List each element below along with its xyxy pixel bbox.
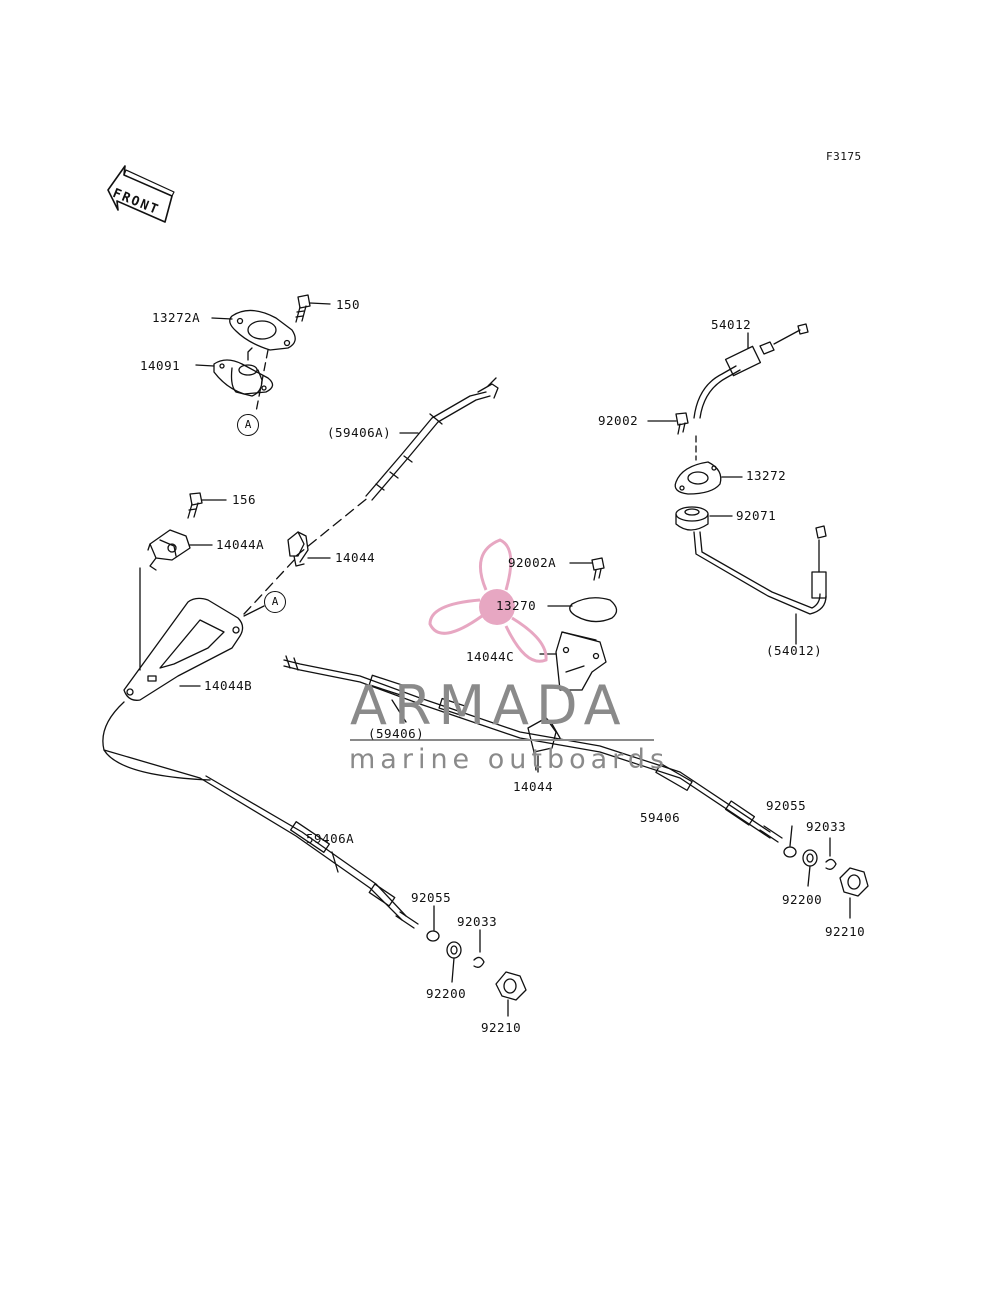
bracket-14044C-icon xyxy=(555,631,607,691)
cable-54012-upper-icon xyxy=(693,323,809,419)
label-92055-right: 92055 xyxy=(766,798,807,813)
label-14091: 14091 xyxy=(140,358,181,373)
label-14044A: 14044A xyxy=(216,537,265,552)
holder-14091-icon xyxy=(213,347,274,397)
clip-92033-left-icon xyxy=(473,956,485,968)
label-13272: 13272 xyxy=(746,468,787,483)
o-ring-92055-left-icon xyxy=(426,930,440,942)
cable-59406A-upper-icon xyxy=(365,377,499,501)
label-92210-left: 92210 xyxy=(481,1020,522,1035)
label-13270: 13270 xyxy=(496,598,537,613)
cable-54012-lower-icon xyxy=(693,525,827,615)
cable-59406A-lower-icon xyxy=(103,749,419,929)
diagram-code: F3175 xyxy=(826,150,862,163)
label-92055-left: 92055 xyxy=(411,890,452,905)
label-92002A: 92002A xyxy=(508,555,557,570)
watermark-subtitle: marine outboards xyxy=(349,744,670,775)
plate-13270-icon xyxy=(569,597,618,623)
label-59406-paren: (59406) xyxy=(368,726,425,741)
washer-92200-right-icon xyxy=(802,849,818,867)
label-92210-right: 92210 xyxy=(825,924,866,939)
clip-92033-right-icon xyxy=(825,858,837,870)
bolt-150-icon xyxy=(295,294,311,323)
nut-92210-left-icon xyxy=(495,971,527,1001)
bolt-92002-icon xyxy=(675,412,689,435)
armada-propeller-logo-icon xyxy=(428,538,548,663)
clamp-14044-upper-icon xyxy=(287,531,309,567)
o-ring-92055-right-icon xyxy=(783,846,797,858)
label-13272A: 13272A xyxy=(152,310,201,325)
label-59406: 59406 xyxy=(640,810,681,825)
label-54012-paren: (54012) xyxy=(766,643,823,658)
label-92002: 92002 xyxy=(598,413,639,428)
label-59406A-paren: (59406A) xyxy=(327,425,392,440)
label-92033-left: 92033 xyxy=(457,914,498,929)
label-14044-upper: 14044 xyxy=(335,550,376,565)
bolt-156-icon xyxy=(187,492,203,519)
washer-92200-left-icon xyxy=(446,941,462,959)
label-54012: 54012 xyxy=(711,317,752,332)
gasket-13272-icon xyxy=(674,461,722,495)
cable-59406-mid-icon xyxy=(283,655,783,843)
gasket-13272A-icon xyxy=(229,309,296,351)
label-14044B: 14044B xyxy=(204,678,253,693)
label-14044C: 14044C xyxy=(466,649,515,664)
nut-92210-right-icon xyxy=(839,867,869,897)
label-150: 150 xyxy=(336,297,361,312)
label-92200-right: 92200 xyxy=(782,892,823,907)
label-59406A: 59406A xyxy=(306,831,355,846)
callout-a-lower: A xyxy=(264,591,286,613)
label-156: 156 xyxy=(232,492,257,507)
callout-a-upper: A xyxy=(237,414,259,436)
label-92200-left: 92200 xyxy=(426,986,467,1001)
clamp-14044A-icon xyxy=(147,529,191,571)
front-arrow-icon xyxy=(107,165,175,223)
watermark-title: ARMADA xyxy=(350,674,628,737)
bolt-92002A-icon xyxy=(591,557,605,581)
label-14044-mid: 14044 xyxy=(513,779,554,794)
grommet-92071-icon xyxy=(675,506,709,531)
label-92033-right: 92033 xyxy=(806,819,847,834)
label-92071: 92071 xyxy=(736,508,777,523)
bracket-14044B-icon xyxy=(123,597,244,701)
